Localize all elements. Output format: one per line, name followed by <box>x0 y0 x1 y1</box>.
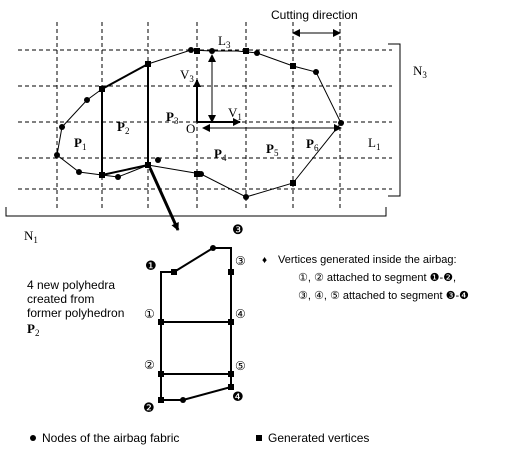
vertex-label-filled-2: ❷ <box>143 400 155 415</box>
p2-top-edge <box>101 63 149 90</box>
generated-vertex <box>194 171 200 177</box>
label-p4: P4 <box>214 146 227 163</box>
fabric-node <box>59 124 65 130</box>
n1-bracket <box>5 207 387 217</box>
generated-vertex <box>158 397 164 403</box>
fabric-node <box>54 152 60 158</box>
vertices-legend-label: Generated vertices <box>268 431 369 445</box>
caption: 4 new polyhedra created from former poly… <box>27 278 124 338</box>
zoom-pointer-arrow <box>148 167 180 231</box>
label-v1: V1 <box>228 105 242 122</box>
generated-vertex <box>99 86 105 92</box>
caption-line-3: former polyhedron <box>27 306 124 320</box>
fabric-node <box>84 97 90 103</box>
generated-vertex <box>194 48 200 54</box>
generated-vertex <box>171 269 177 275</box>
dashed-grid <box>18 22 392 208</box>
vertex-label-filled-4: ❹ <box>232 389 244 404</box>
vertex-label-open-3: ③ <box>235 254 246 268</box>
label-n1: N1 <box>24 228 38 245</box>
inside-legend-line-3: ③, ④, ⑤ attached to segment ❸-❹ <box>298 290 469 302</box>
generated-vertex <box>228 269 234 275</box>
generated-vertex <box>158 371 164 377</box>
label-origin: O <box>186 121 195 136</box>
generated-vertex <box>228 371 234 377</box>
airbag-outline <box>56 49 342 198</box>
generated-vertex <box>228 319 234 325</box>
label-p6: P6 <box>306 136 319 153</box>
fabric-node <box>313 69 319 75</box>
p2-fabric-nodes <box>180 245 216 403</box>
label-l1: L1 <box>368 135 380 152</box>
fabric-node <box>338 120 344 126</box>
label-v3: V3 <box>180 67 194 84</box>
generated-vertex <box>290 63 296 69</box>
label-p2: P2 <box>117 119 129 136</box>
fabric-node <box>180 397 186 403</box>
fabric-node <box>155 157 161 163</box>
caption-line-1: 4 new polyhedra <box>27 278 115 292</box>
vertex-label-open-2: ② <box>144 358 155 372</box>
generated-vertex <box>228 384 234 390</box>
label-p3: P3 <box>166 109 179 126</box>
generated-vertex <box>99 172 105 178</box>
vertex-label-filled-3: ❸ <box>232 222 244 237</box>
bottom-legend: Nodes of the airbag fabric Generated ver… <box>30 431 369 445</box>
inside-legend-line-2: ①, ② attached to segment ❶-❷, <box>298 272 456 284</box>
fabric-node <box>243 194 249 200</box>
fabric-node <box>188 47 194 53</box>
cutting-direction-label: Cutting direction <box>271 8 358 22</box>
generated-vertex <box>158 319 164 325</box>
vertex-label-open-1: ① <box>144 307 155 321</box>
fabric-node <box>254 50 260 56</box>
label-p5: P5 <box>266 141 279 158</box>
caption-polyhedron: P2 <box>27 321 39 338</box>
fabric-node <box>209 48 215 54</box>
fabric-node <box>115 174 121 180</box>
label-l3: L3 <box>218 33 231 50</box>
vertex-label-open-5: ⑤ <box>235 359 246 373</box>
generated-vertex <box>243 48 249 54</box>
label-p1: P1 <box>74 135 86 152</box>
diamond-bullet-icon: ♦ <box>262 255 267 266</box>
vertex-square-icon <box>256 435 262 441</box>
vertex-label-open-4: ④ <box>235 307 246 321</box>
p2-bottom-edge <box>101 164 149 176</box>
generated-vertex <box>145 162 151 168</box>
node-circle-icon <box>30 435 36 441</box>
caption-line-2: created from <box>27 292 94 306</box>
label-n3: N3 <box>413 63 427 80</box>
inside-legend-line-1: Vertices generated inside the airbag: <box>278 254 457 266</box>
n3-bracket <box>388 43 401 197</box>
generated-vertex <box>290 180 296 186</box>
inside-vertices-legend: ♦ Vertices generated inside the airbag: … <box>262 254 469 302</box>
p2-generated-vertices <box>158 269 234 403</box>
generated-vertex <box>145 61 151 67</box>
vertex-label-filled-1: ❶ <box>145 258 157 273</box>
nodes-legend-label: Nodes of the airbag fabric <box>42 431 179 445</box>
fabric-node <box>76 169 82 175</box>
generated-vertices <box>99 48 296 186</box>
fabric-node <box>210 245 216 251</box>
fabric-nodes <box>54 47 344 200</box>
